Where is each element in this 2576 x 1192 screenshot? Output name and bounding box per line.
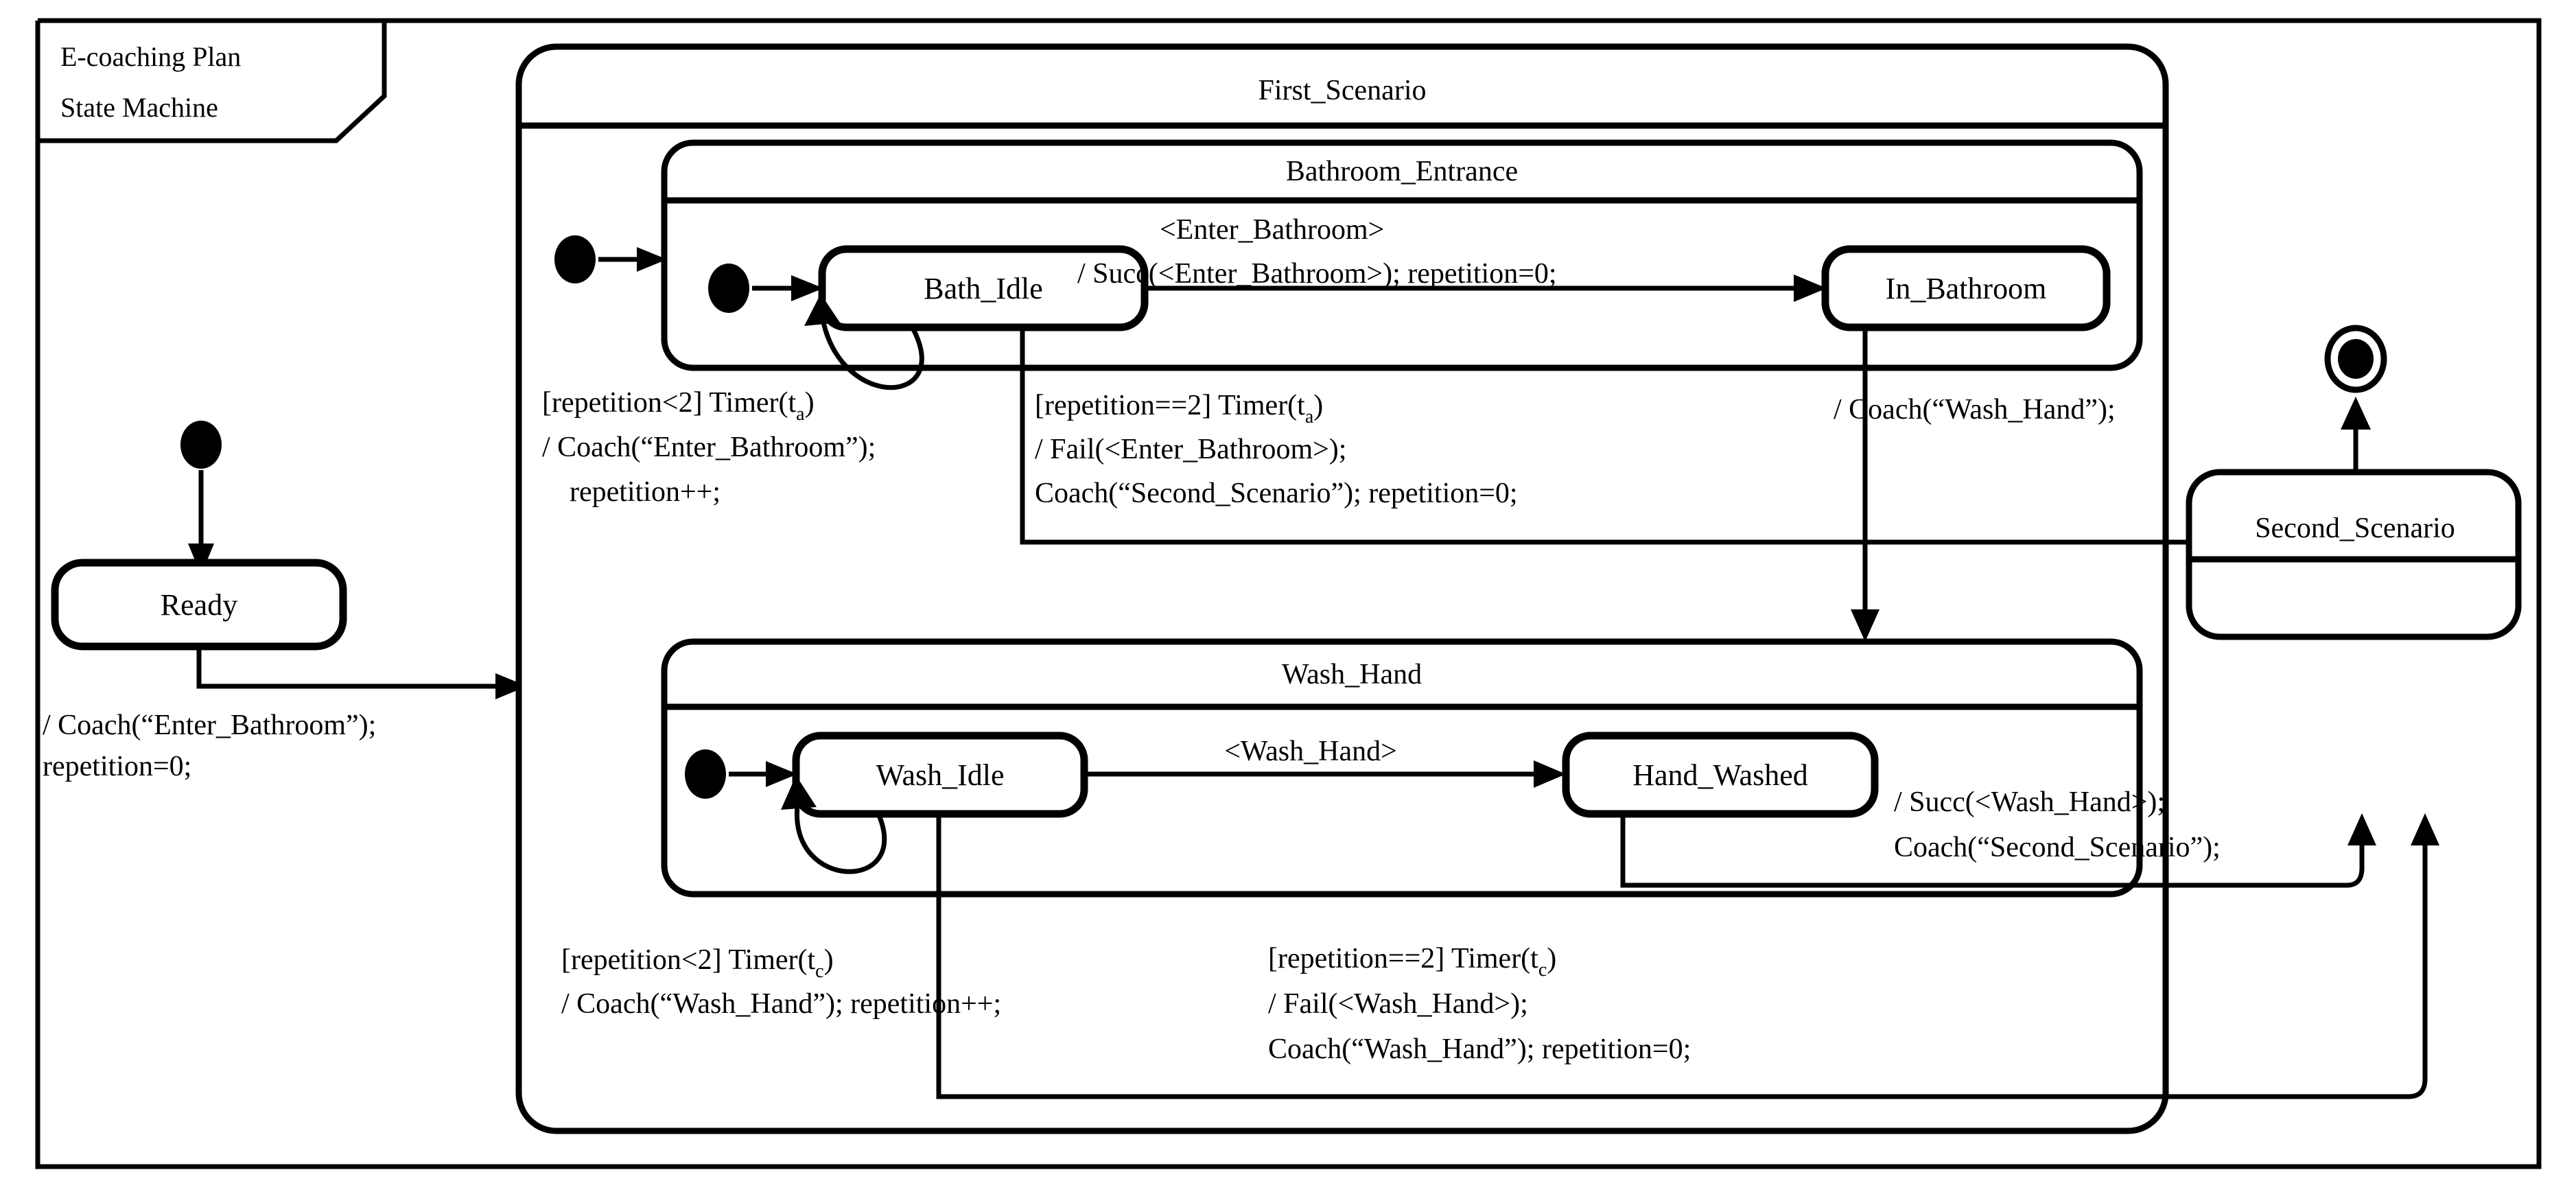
label-bath-to-second-l1sub: a [1305, 406, 1314, 428]
arrowhead-second-scenario-to-final [2341, 397, 2371, 430]
state-in-bathroom[interactable] [1821, 245, 2111, 331]
self-loop-wash-idle [795, 806, 887, 874]
composite-state-second-scenario[interactable] [2186, 469, 2522, 640]
label-hand-washed-to-second-line1: / Succ(<Wash_Hand>); [1894, 786, 2165, 818]
state-bath-idle-label: Bath_Idle [924, 272, 1043, 305]
label-bath-idle-self-l1sub: a [796, 404, 805, 425]
label-bath-idle-self-line3: repetition++; [570, 476, 721, 508]
label-bath-to-second-l1a: [repetition==2] Timer(t [1035, 390, 1305, 421]
label-wash-to-second-l1a: [repetition==2] Timer(t [1268, 943, 1538, 974]
label-wash-idle-self-l1a: [repetition<2] Timer(t [561, 944, 815, 976]
composite-first-scenario-label: First_Scenario [1258, 75, 1427, 106]
frame-title-line2: State Machine [60, 92, 218, 123]
frame-title-line1: E-coaching Plan [60, 41, 241, 72]
composite-bathroom-entrance-label: Bathroom_Entrance [1286, 156, 1518, 187]
arrowhead-wash-idle-to-second-scenario [2411, 813, 2439, 845]
label-wash-to-hand-washed: <Wash_Hand> [1224, 736, 1397, 767]
label-ready-to-first-line2: repetition=0; [43, 751, 191, 782]
self-loop-bath-idle [821, 322, 924, 390]
diagram-frame [35, 18, 2542, 1169]
composite-second-scenario-label: Second_Scenario [2255, 513, 2455, 544]
label-bath-idle-self-line1: [repetition<2] Timer(ta) [542, 387, 815, 425]
arrowhead-wash-idle-to-hand-washed [1534, 760, 1566, 788]
arrowhead-ready-to-first-scenario [495, 673, 527, 699]
label-bath-idle-self-line2: / Coach(“Enter_Bathroom”); [542, 432, 876, 463]
state-hand-washed-label: Hand_Washed [1632, 758, 1808, 792]
label-wash-to-second-line1: [repetition==2] Timer(tc) [1268, 943, 1556, 981]
label-bath-to-in-line1: <Enter_Bathroom> [1160, 214, 1384, 246]
state-in-bathroom-label: In_Bathroom [1886, 272, 2047, 305]
arrowhead-hand-washed-to-second-scenario [2347, 813, 2376, 845]
label-bath-to-second-line2: / Fail(<Enter_Bathroom>); [1035, 434, 1346, 465]
arrow-ready-to-first-scenario [196, 646, 501, 689]
arrowhead-initial-to-bath-idle [791, 275, 823, 301]
label-bath-to-in-line2: / Succ(<Enter_Bathroom>); repetition=0; [1077, 258, 1557, 290]
arrowhead-self-loop-wash-idle [781, 775, 817, 810]
initial-state-dot-first-scenario [554, 235, 596, 283]
state-hand-washed[interactable] [1562, 732, 1879, 818]
label-wash-idle-self-l1b: ) [824, 944, 834, 976]
composite-wash-hand-label: Wash_Hand [1282, 659, 1422, 690]
arrowhead-initial-to-wash-idle [766, 761, 797, 787]
label-wash-idle-self-line1: [repetition<2] Timer(tc) [561, 944, 834, 982]
arrow-hand-washed-to-second-scenario [1620, 814, 2365, 888]
label-hand-washed-to-second-line2: Coach(“Second_Scenario”); [1894, 832, 2221, 863]
final-state-ring [2324, 325, 2387, 393]
state-ready-label: Ready [161, 588, 237, 622]
arrowhead-self-loop-bath-idle [804, 294, 840, 326]
label-wash-idle-self-l1sub: c [815, 961, 823, 982]
label-wash-to-second-l1sub: c [1538, 959, 1547, 981]
arrow-bath-idle-to-second-scenario [1020, 327, 2254, 545]
label-bath-to-second-line3: Coach(“Second_Scenario”); repetition=0; [1035, 478, 1518, 509]
arrow-wash-idle-to-second-scenario [936, 814, 2428, 1099]
initial-state-dot-wash-hand [685, 749, 726, 799]
label-in-bathroom-to-wash: / Coach(“Wash_Hand”); [1834, 394, 2116, 425]
label-wash-to-second-l1b: ) [1547, 943, 1556, 974]
initial-state-dot-toplevel [180, 421, 222, 469]
arrowhead-in-bathroom-to-wash-hand [1851, 609, 1880, 642]
label-bath-to-second-line1: [repetition==2] Timer(ta) [1035, 390, 1323, 428]
label-bath-idle-self-l1b: ) [805, 387, 815, 419]
label-wash-idle-self-line2: / Coach(“Wash_Hand”); repetition++; [561, 988, 1001, 1020]
label-ready-to-first-line1: / Coach(“Enter_Bathroom”); [43, 710, 376, 741]
initial-state-dot-bathroom-entrance [708, 264, 749, 313]
label-bath-idle-self-l1a: [repetition<2] Timer(t [542, 387, 796, 419]
arrowhead-initial-to-bathroom-entrance [637, 247, 667, 272]
label-wash-to-second-line2: / Fail(<Wash_Hand>); [1268, 988, 1528, 1020]
state-wash-idle-label: Wash_Idle [876, 758, 1004, 792]
label-wash-to-second-line3: Coach(“Wash_Hand”); repetition=0; [1268, 1033, 1691, 1065]
label-bath-to-second-l1b: ) [1313, 390, 1323, 421]
arrowhead-bath-idle-to-in-bathroom [1794, 274, 1827, 302]
